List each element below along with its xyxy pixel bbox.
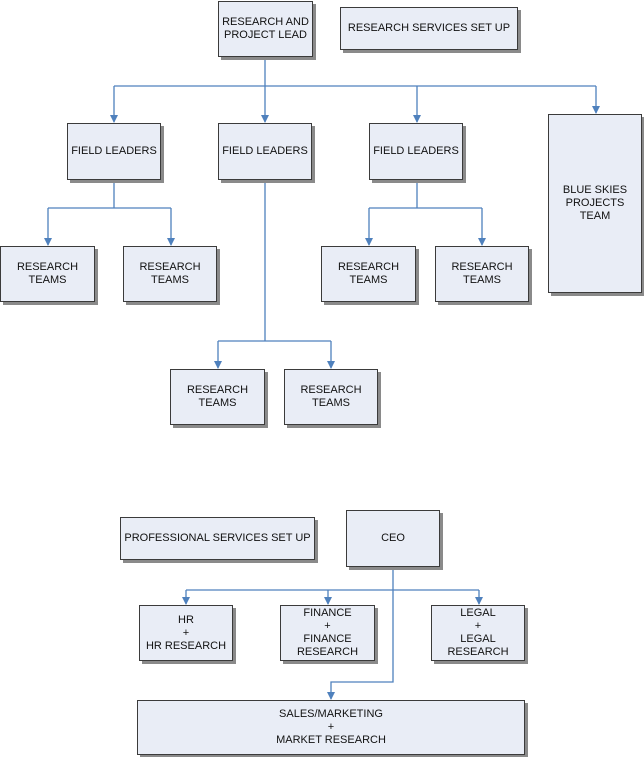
- label-line: RESEARCH: [296, 646, 359, 658]
- label-line: TEAM: [579, 210, 611, 222]
- label-line: +: [327, 721, 335, 733]
- label-line: RESEARCH: [337, 261, 400, 273]
- field-leaders-label: FIELD LEADERS: [71, 145, 157, 158]
- label-line: RESEARCH: [300, 384, 362, 396]
- ceo-box: CEO: [346, 510, 440, 567]
- label-line: LEGAL: [460, 633, 496, 645]
- label-line: HR: [178, 613, 194, 626]
- label-line: LEGAL: [460, 607, 496, 619]
- label-line: TEAMS: [28, 274, 67, 286]
- label-line: +: [324, 620, 331, 632]
- label-line: PROJECTS: [565, 197, 625, 209]
- research-services-setup-text: RESEARCH SERVICES SET UP: [348, 22, 510, 35]
- research-services-setup-label: RESEARCH SERVICES SET UP: [340, 7, 518, 50]
- field-leaders-box-3: FIELD LEADERS: [369, 123, 463, 180]
- label-line: RESEARCH SERVICES SET UP: [347, 22, 511, 34]
- label-line: RESEARCH: [186, 384, 249, 396]
- label-line: TEAMS: [312, 397, 350, 409]
- hr-research-box: HR+HR RESEARCH: [139, 605, 233, 661]
- sales-marketing-research-box: SALES/MARKETING+MARKET RESEARCH: [137, 700, 525, 755]
- label-line: +: [474, 620, 482, 632]
- label-line: RESEARCH: [447, 646, 509, 658]
- label-line: HR RESEARCH: [145, 639, 227, 652]
- label-line: RESEARCH: [451, 261, 513, 273]
- field-leaders-label: FIELD LEADERS: [373, 145, 459, 158]
- label-line: FIELD LEADERS: [222, 145, 308, 157]
- sales-marketing-research-label: SALES/MARKETING+MARKET RESEARCH: [276, 708, 386, 747]
- label-line: TEAMS: [198, 397, 237, 409]
- label-line: FINANCE: [303, 607, 352, 619]
- label-line: CEO: [381, 532, 405, 544]
- hr-research-label: HR+HR RESEARCH: [146, 614, 226, 653]
- field-leaders-box-1: FIELD LEADERS: [67, 123, 161, 180]
- ceo-label: CEO: [381, 532, 405, 545]
- field-leaders-label: FIELD LEADERS: [222, 145, 308, 158]
- label-line: MARKET RESEARCH: [276, 734, 386, 746]
- label-line: TEAMS: [349, 274, 388, 286]
- field-leaders-box-2: FIELD LEADERS: [218, 123, 312, 180]
- label-line: PROJECT LEAD: [224, 29, 307, 41]
- label-line: +: [182, 626, 190, 639]
- label-line: RESEARCH: [139, 261, 201, 273]
- label-line: BLUE SKIES: [562, 184, 628, 196]
- label-line: TEAMS: [151, 274, 189, 286]
- label-line: FINANCE: [303, 633, 352, 645]
- label-line: RESEARCH AND: [222, 16, 309, 28]
- label-line: RESEARCH: [16, 261, 79, 273]
- professional-services-setup-text: PROFESSIONAL SERVICES SET UP: [124, 532, 310, 545]
- label-line: FIELD LEADERS: [373, 145, 459, 157]
- connector-ceo-to-sales: [327, 590, 394, 700]
- professional-services-setup-label: PROFESSIONAL SERVICES SET UP: [120, 517, 315, 560]
- label-line: TEAMS: [463, 274, 501, 286]
- label-line: PROFESSIONAL SERVICES SET UP: [124, 532, 311, 544]
- label-line: SALES/MARKETING: [279, 708, 383, 720]
- label-line: FIELD LEADERS: [71, 145, 157, 157]
